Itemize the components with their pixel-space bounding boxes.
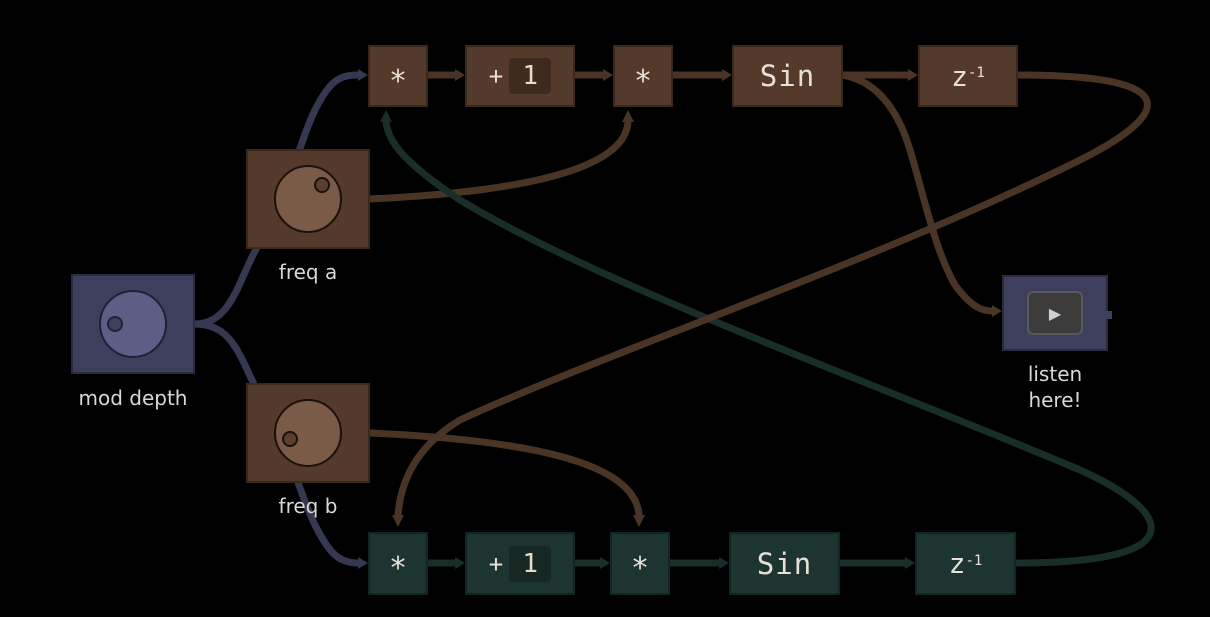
top-sin-node[interactable]: Sin	[732, 45, 843, 107]
freq-b-knob[interactable]	[274, 399, 342, 467]
bottom-add-symbol: +	[488, 549, 504, 578]
bottom-delay-base: z	[948, 547, 966, 580]
bottom-delay-node[interactable]: z-1	[915, 532, 1016, 595]
arrow-bottom-mul2-in-top	[633, 515, 645, 527]
wire-freq-a-to-top-mul2	[366, 118, 632, 203]
top-add-symbol: +	[488, 62, 504, 90]
wire-bottom-delay-to-top-mul	[382, 118, 1155, 567]
play-icon: ▶	[1048, 303, 1062, 323]
wire-freq-b-to-bottom-mul2	[366, 429, 643, 519]
arrow-output-in	[992, 305, 1002, 317]
output-node: ▶	[1002, 275, 1112, 351]
top-multiply-2-node[interactable]: *	[613, 45, 673, 107]
arrow-top-mul2-in-bottom	[622, 110, 634, 122]
bottom-add-node[interactable]: + 1	[465, 532, 575, 595]
bottom-multiply-node[interactable]: *	[368, 532, 428, 595]
freq-a-knob[interactable]	[274, 165, 342, 233]
top-delay-exponent: -1	[968, 65, 985, 81]
arrow-top-delay-in	[908, 69, 918, 81]
top-sin-label: Sin	[759, 59, 816, 93]
mod-depth-knob-indicator	[107, 316, 123, 332]
arrow-top-add-in	[455, 69, 465, 81]
freq-a-label: freq a	[278, 260, 338, 284]
wire-top-delay-to-bottom-mul	[394, 71, 1151, 519]
arrow-bottom-mul-in	[358, 557, 368, 569]
top-add-value[interactable]: 1	[509, 58, 552, 94]
bottom-delay-exponent: -1	[965, 552, 983, 569]
mod-depth-knob-node[interactable]	[71, 274, 195, 374]
top-multiply-symbol: *	[388, 63, 408, 99]
top-delay-node[interactable]: z-1	[918, 45, 1018, 107]
freq-b-knob-node[interactable]	[246, 383, 370, 483]
mod-depth-knob[interactable]	[99, 290, 167, 358]
output-port	[1106, 311, 1112, 319]
top-multiply-node[interactable]: *	[368, 45, 428, 107]
bottom-sin-label: Sin	[756, 546, 813, 581]
bottom-sin-node[interactable]: Sin	[729, 532, 840, 595]
bottom-multiply-symbol: *	[388, 551, 408, 586]
top-delay-base: z	[951, 59, 968, 93]
play-button[interactable]: ▶	[1027, 291, 1083, 335]
arrow-top-mul-in	[358, 69, 368, 81]
arrow-bottom-sin-in	[719, 557, 729, 569]
bottom-multiply-2-node[interactable]: *	[610, 532, 670, 595]
arrow-top-mul2-in	[603, 69, 613, 81]
arrow-bottom-mul2-in	[600, 557, 610, 569]
freq-a-knob-indicator	[314, 177, 330, 193]
bottom-add-value[interactable]: 1	[509, 545, 552, 582]
mod-depth-label: mod depth	[78, 386, 188, 410]
top-add-node[interactable]: + 1	[465, 45, 575, 107]
wire-top-sin-to-output	[839, 71, 996, 315]
arrow-top-sin-in	[722, 69, 732, 81]
freq-b-knob-indicator	[282, 431, 298, 447]
top-multiply-2-symbol: *	[633, 63, 653, 99]
arrow-bottom-delay-in	[905, 557, 915, 569]
output-label: listen here!	[1027, 362, 1083, 412]
freq-b-label: freq b	[278, 494, 338, 518]
arrow-bottom-add-in	[455, 557, 465, 569]
arrow-top-mul-in-bottom	[380, 110, 392, 122]
arrow-bottom-mul-in-top	[392, 515, 404, 527]
freq-a-knob-node[interactable]	[246, 149, 370, 249]
bottom-multiply-2-symbol: *	[630, 551, 650, 586]
